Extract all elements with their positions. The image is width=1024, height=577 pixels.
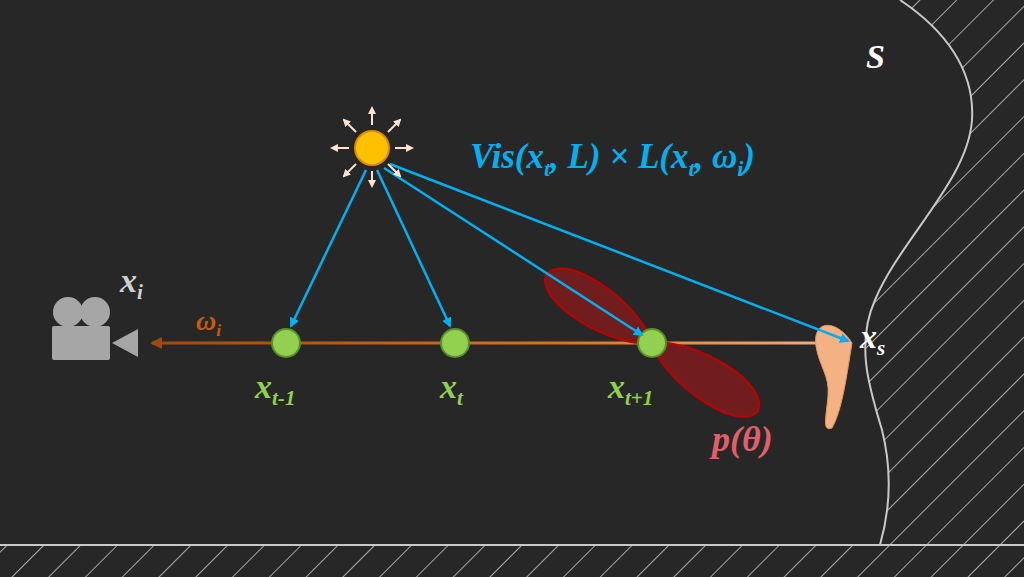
subscript-text: t-1 <box>272 386 295 410</box>
ground-line <box>0 544 1024 546</box>
label-text: , ω <box>695 137 738 176</box>
surface-label: S <box>866 38 885 75</box>
label-text: S <box>866 38 885 75</box>
subscript-text: i <box>216 321 221 340</box>
camera-icon <box>52 297 138 360</box>
subscript-text: t <box>457 386 463 410</box>
subscript-text: i <box>737 157 743 181</box>
point-label: xt-1 <box>255 368 295 411</box>
label-text: x <box>860 318 877 355</box>
label-text: x <box>255 368 272 405</box>
label-text: x <box>120 262 137 299</box>
label-text: , L) × L(x <box>550 137 689 176</box>
light-rays <box>291 164 848 341</box>
surface-outline <box>865 0 972 545</box>
subscript-text: t <box>544 157 550 181</box>
label-text: Vis(x <box>470 137 544 176</box>
surface-region <box>865 0 1024 545</box>
label-text: x <box>440 368 457 405</box>
phase-label: p(θ) <box>712 420 773 460</box>
label-text: ω <box>196 305 216 336</box>
camera-label: xi <box>120 262 143 305</box>
subscript-text: s <box>877 336 885 360</box>
subscript-text: i <box>137 280 143 304</box>
label-text: p(θ) <box>712 419 773 459</box>
point-label: xt <box>440 368 463 411</box>
ground-band <box>0 545 1024 577</box>
label-text: ) <box>743 137 755 176</box>
point-label: xt+1 <box>608 368 653 411</box>
subscript-text: t <box>688 157 694 181</box>
phase-lobe <box>535 256 770 429</box>
label-text: x <box>608 368 625 405</box>
view-ray <box>152 342 850 345</box>
surface-point-label: xs <box>860 318 885 361</box>
visibility-formula: Vis(xt, L) × L(xt, ωi) <box>470 138 755 181</box>
light-source <box>332 108 412 186</box>
subscript-text: t+1 <box>625 386 653 410</box>
sample-points <box>272 329 666 357</box>
direction-label: ωi <box>196 306 221 340</box>
